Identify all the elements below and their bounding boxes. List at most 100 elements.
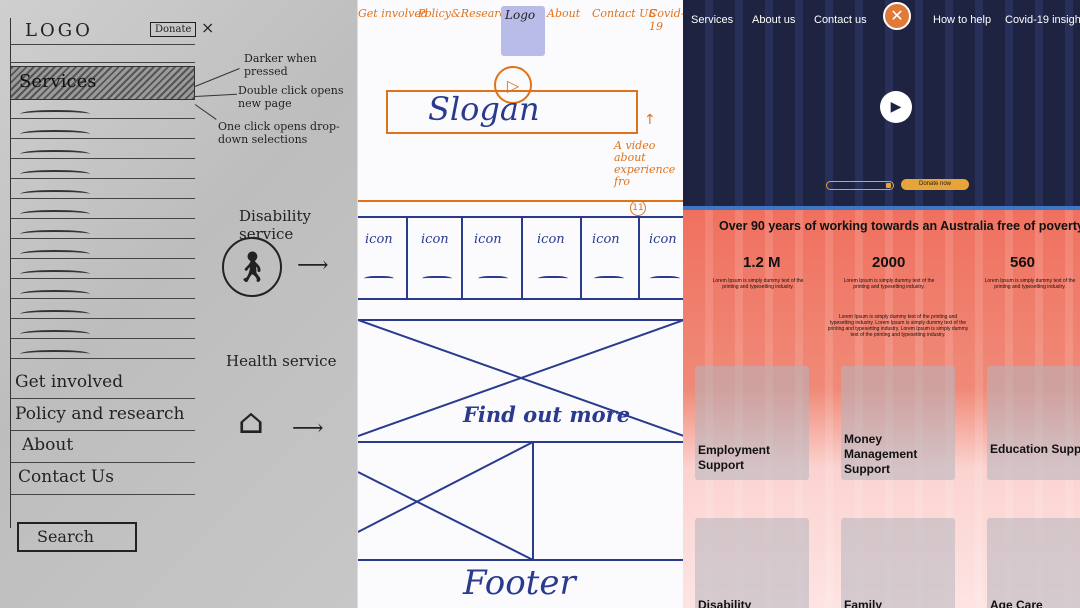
mockup-card-age-care[interactable]: Age Care (987, 518, 1080, 608)
sketch-divider (10, 138, 195, 139)
sketch-divider (10, 278, 195, 279)
mockup-stat-text: Lorem Ipsum is simply dummy text of the … (984, 278, 1076, 290)
wireframe-number-badge: 11 (630, 200, 646, 216)
wireframe-slogan: Slogan (428, 90, 540, 128)
wireframe-squiggle (422, 276, 452, 282)
play-icon[interactable]: ▷ (494, 66, 532, 104)
mockup-logo-icon[interactable]: ✕ (883, 2, 911, 30)
mockup-search-input[interactable] (826, 181, 894, 190)
sketch-menu-get-involved[interactable]: Get involved (15, 372, 124, 392)
sketch-squiggle (20, 270, 90, 278)
sketch-divider (10, 462, 195, 463)
wireframe-video-note: A video about experience fro (614, 139, 676, 188)
sketch-divider (10, 318, 195, 319)
mockup-blue-stripe (683, 206, 1080, 210)
mockup-card-family[interactable]: Family (841, 518, 955, 608)
mockup-card-disability[interactable]: Disability (695, 518, 809, 608)
mockup-nav-services[interactable]: Services (691, 14, 734, 26)
arrow-right-icon: ⟶ (297, 253, 329, 278)
sketch-menu-contact[interactable]: Contact Us (18, 467, 114, 487)
mockup-stat-text: Lorem Ipsum is simply dummy text of the … (843, 278, 935, 290)
mockup-card-title: Employment Support (698, 443, 771, 472)
mockup-paragraph: Lorem Ipsum is simply dummy text of the … (827, 314, 969, 338)
mockup-stat-value: 1.2 M (743, 254, 781, 271)
wireframe-icon-cell[interactable]: icon (537, 232, 565, 247)
sketch-menu-policy[interactable]: Policy and research (15, 404, 185, 424)
play-icon[interactable]: ▶ (880, 91, 912, 123)
mockup-card-title: Education Support (990, 442, 1080, 456)
sketch-donate-button[interactable]: Donate (150, 22, 197, 37)
mockup-stat-value: 560 (1010, 254, 1036, 271)
digital-mockup-panel: Services About us Contact us How to help… (683, 0, 1080, 608)
mockup-card-education[interactable]: Education Support (987, 366, 1080, 480)
wireframe-image-placeholder-small (358, 441, 683, 561)
sketch-divider (10, 298, 195, 299)
sketch-squiggle (20, 150, 90, 158)
wireframe-nav-get-involved[interactable]: Get involved (358, 7, 428, 20)
mockup-nav-how-to-help[interactable]: How to help (933, 14, 992, 26)
wireframe-logo[interactable]: Logo (501, 6, 545, 56)
wireframe-icon-cell[interactable]: icon (649, 232, 677, 247)
mockup-headline: Over 90 years of working towards an Aust… (719, 219, 1080, 233)
sketch-squiggle (20, 250, 90, 258)
mockup-nav-covid[interactable]: Covid-19 insigh (1005, 14, 1080, 26)
sketch-arrow (194, 93, 237, 97)
wireframe-nav-about[interactable]: About (547, 7, 581, 20)
arrow-right-icon: ⟶ (292, 416, 324, 441)
search-icon[interactable] (886, 183, 891, 188)
mockup-card-title: Family (844, 598, 883, 608)
wireframe-icon-cell[interactable]: icon (474, 232, 502, 247)
sketch-logo: LOGO (25, 20, 93, 41)
wireframe-nav-covid[interactable]: Covid-19 (649, 7, 683, 33)
sketch-divider (10, 338, 195, 339)
sketch-squiggle (20, 110, 90, 118)
mockup-nav-about[interactable]: About us (752, 14, 796, 26)
wireframe-nav: Get involved Policy&Research About Conta… (358, 5, 683, 33)
mockup-stat-value: 2000 (872, 254, 906, 271)
wireframe-icon-cell[interactable]: icon (365, 232, 393, 247)
close-icon[interactable]: × (201, 18, 215, 37)
mockup-donate-button[interactable]: Donate now (901, 179, 969, 190)
wireframe-squiggle (364, 276, 394, 282)
wireframe-find-more-link[interactable]: Find out more (463, 402, 631, 427)
arrow-up-icon: ↑ (644, 112, 656, 128)
sketch-squiggle (20, 290, 90, 298)
sketch-divider (10, 158, 195, 159)
wireframe-squiggle (594, 276, 624, 282)
sketch-divider (10, 44, 195, 45)
sketch-squiggle (20, 350, 90, 358)
mockup-card-money[interactable]: Money Management Support (841, 366, 955, 480)
sketch-search-button[interactable]: Search (17, 522, 137, 552)
house-icon: ⌂ (238, 402, 264, 442)
mockup-nav-contact[interactable]: Contact us (814, 14, 867, 26)
mockup-card-employment[interactable]: Employment Support (695, 366, 809, 480)
sketch-border-line (10, 18, 11, 528)
sketch-squiggle (20, 310, 90, 318)
paper-sketch-panel: LOGO Donate × Services Darker when press… (0, 0, 357, 608)
wireframe-icon-cell[interactable]: icon (421, 232, 449, 247)
sketch-squiggle (20, 230, 90, 238)
mockup-card-title: Age Care (990, 598, 1043, 608)
sketch-arrow (194, 68, 240, 87)
wireframe-hero-divider (358, 200, 683, 202)
sketch-note-double-click: Double click opens new page (238, 84, 344, 110)
icon-strip-divider (521, 216, 523, 300)
sketch-note-darker: Darker when pressed (244, 52, 317, 78)
sketch-services-item[interactable]: Services (10, 66, 195, 100)
sketch-squiggle (20, 210, 90, 218)
wireframe-icon-cell[interactable]: icon (592, 232, 620, 247)
sketch-divider (10, 118, 195, 119)
sketch-divider (10, 218, 195, 219)
wireframe-footer: Footer (463, 563, 576, 603)
person-icon: 🚶︎ (222, 237, 282, 297)
sketch-divider (10, 198, 195, 199)
wireframe-nav-policy[interactable]: Policy&Research (418, 7, 513, 20)
sketch-divider (10, 430, 195, 431)
sketch-divider (10, 494, 195, 495)
wireframe-nav-contact[interactable]: Contact US (592, 7, 656, 20)
wireframe-logo-label: Logo (505, 8, 536, 22)
sketch-divider (10, 398, 195, 399)
sketch-note-one-click: One click opens drop-down selections (218, 120, 340, 146)
sketch-divider (10, 62, 195, 63)
sketch-menu-about[interactable]: About (22, 435, 74, 455)
